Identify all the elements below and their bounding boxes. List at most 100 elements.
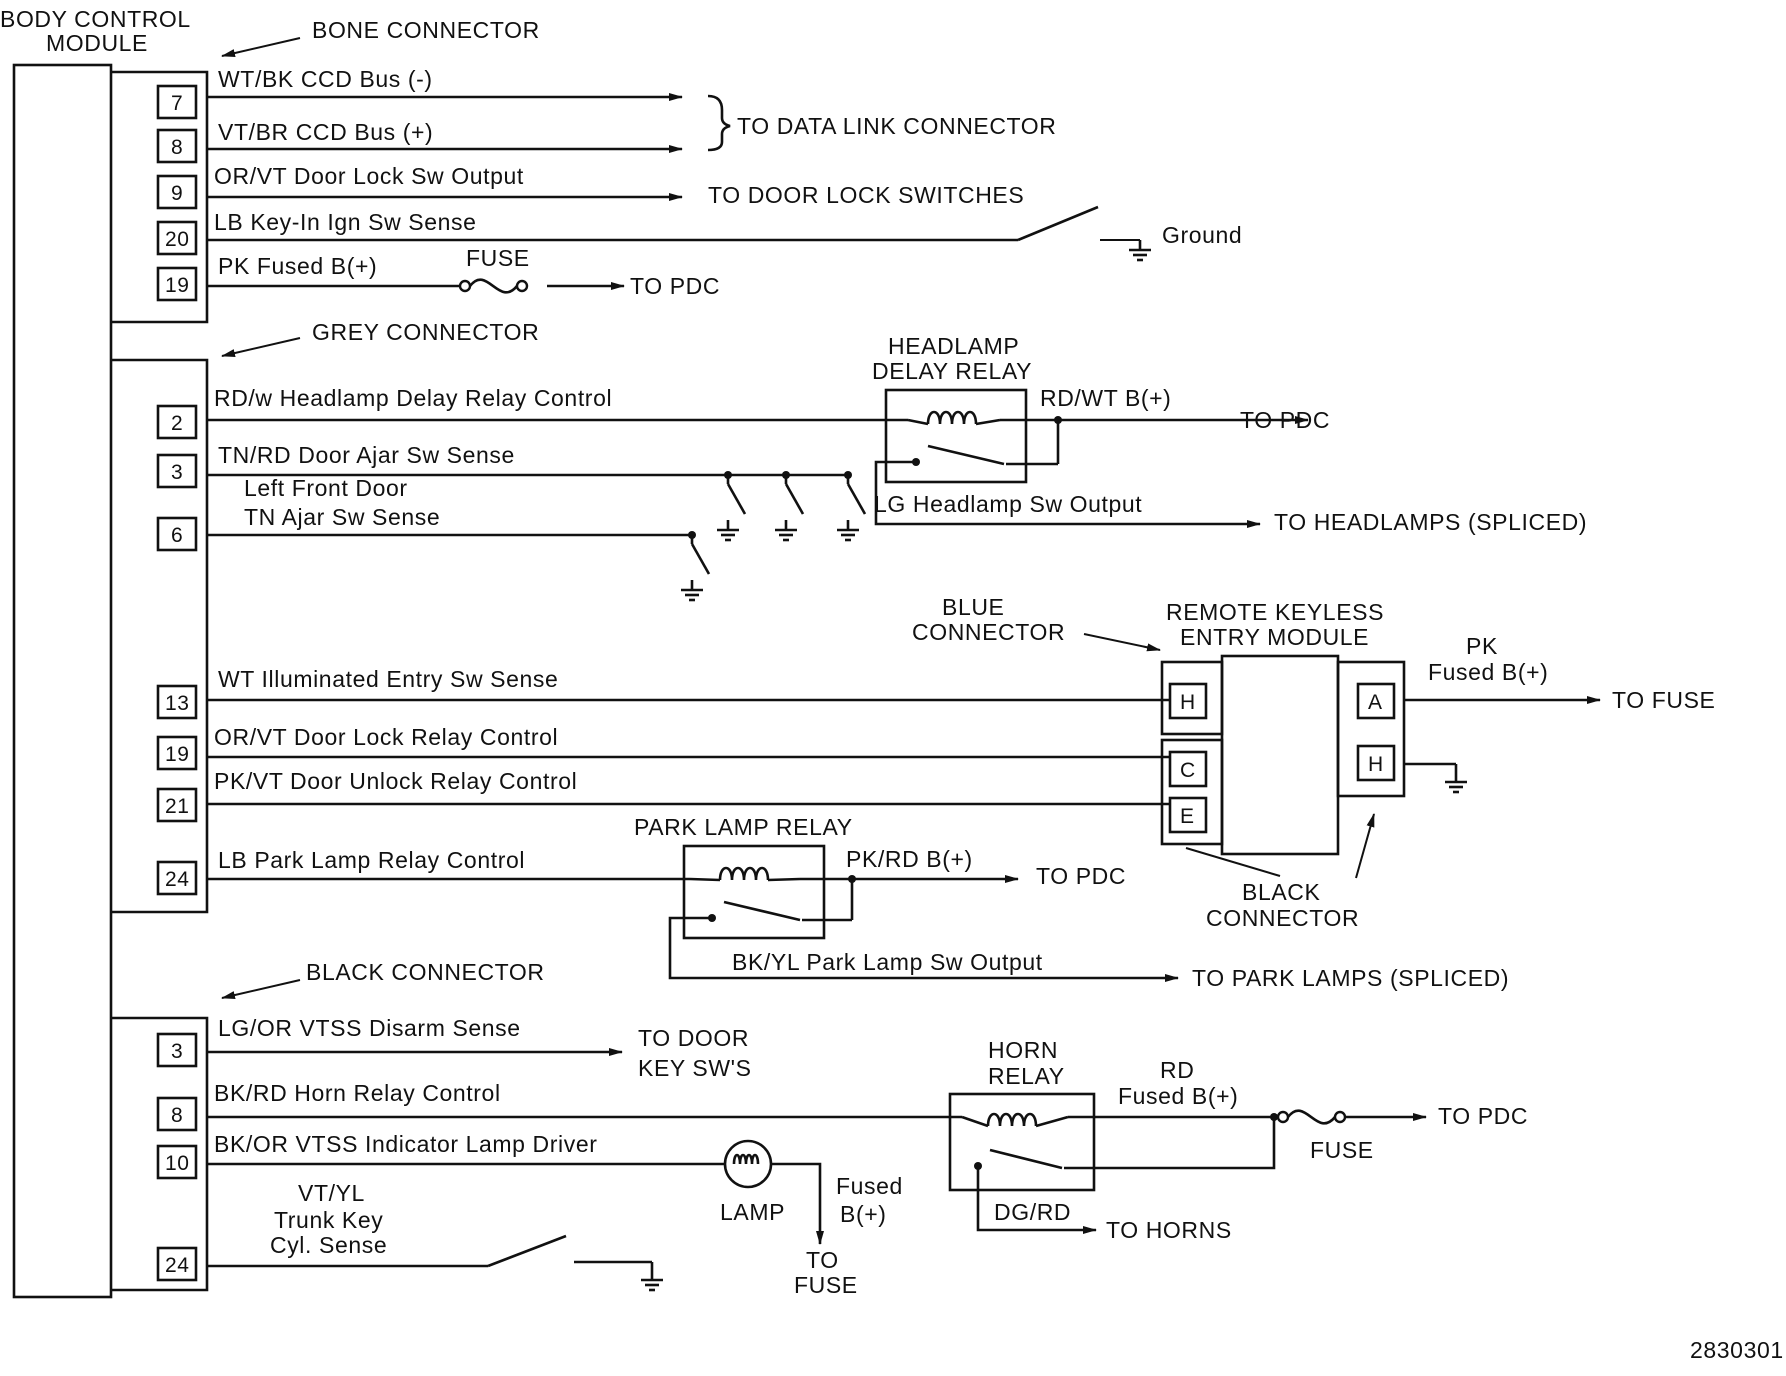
- horn-fused-label: Fused B(+): [1118, 1083, 1238, 1109]
- circuit-label-line3: Cyl. Sense: [270, 1232, 387, 1258]
- black-connector-housing-right: [1336, 660, 1406, 798]
- relay-coil-icon: [926, 410, 978, 426]
- pin-number: 20: [165, 228, 190, 251]
- pin-number: 24: [165, 1254, 190, 1277]
- pin-number: 7: [171, 92, 183, 115]
- circuit-label-line2: Trunk Key: [274, 1207, 383, 1233]
- pin-box: [156, 404, 198, 440]
- lamp-label: LAMP: [720, 1199, 785, 1225]
- pin-number: 6: [171, 524, 183, 547]
- rke-title-line1: REMOTE KEYLESS: [1166, 599, 1384, 625]
- rke-fused-label: Fused B(+): [1428, 659, 1548, 685]
- fuse-label: FUSE: [466, 245, 530, 271]
- switch-icon: [927, 444, 1005, 466]
- pin-box: [1356, 682, 1396, 720]
- lamp-fused-label-line1: Fused: [836, 1173, 903, 1199]
- circuit-label: WT/BK CCD Bus (-): [218, 66, 433, 92]
- relay-coil-icon: [986, 1112, 1038, 1128]
- circuit-label: WT Illuminated Entry Sw Sense: [218, 666, 558, 692]
- pin-box: [1356, 744, 1396, 782]
- park-relay-title: PARK LAMP RELAY: [634, 814, 853, 840]
- pin-box: [156, 453, 198, 489]
- black-connector-label: BLACK CONNECTOR: [306, 959, 545, 985]
- pin-letter: E: [1180, 805, 1195, 828]
- pin-box: [156, 266, 198, 302]
- circuit-label: TN/RD Door Ajar Sw Sense: [218, 442, 515, 468]
- relay-coil-icon: [718, 866, 770, 882]
- switch-icon: [784, 483, 805, 515]
- switch-icon: [723, 900, 801, 922]
- pin-letter: C: [1180, 759, 1196, 782]
- horn-dgrd-label: DG/RD: [994, 1199, 1071, 1225]
- horn-relay-title-line1: HORN: [988, 1037, 1058, 1063]
- rke-title-line2: ENTRY MODULE: [1180, 624, 1369, 650]
- pin-number: 10: [165, 1152, 190, 1175]
- black-connector-housing: [111, 1016, 209, 1292]
- switch-icon: [989, 1148, 1063, 1170]
- circuit-label-line1: VT/YL: [298, 1180, 365, 1206]
- switch-icon: [1017, 205, 1099, 242]
- pin-box: [156, 220, 198, 256]
- horn-fuse-label: FUSE: [1310, 1137, 1374, 1163]
- to-pdc-label: TO PDC: [630, 273, 720, 299]
- headlamp-to-pdc-label: TO PDC: [1240, 407, 1330, 433]
- park-feed-label: PK/RD B(+): [846, 846, 973, 872]
- circuit-label-line1: Left Front Door: [244, 475, 408, 501]
- horn-rd-label: RD: [1160, 1057, 1194, 1083]
- pin-number: 19: [165, 274, 190, 297]
- circuit-label: PK/VT Door Unlock Relay Control: [214, 768, 577, 794]
- blue-connector-label-line2: CONNECTOR: [912, 619, 1065, 645]
- pin-number: 19: [165, 743, 190, 766]
- pin-box: [156, 174, 198, 210]
- ground-icon: [679, 578, 705, 602]
- pin-box: [156, 860, 198, 896]
- black-connector-housing-left: [1160, 738, 1224, 846]
- pin-number: 3: [171, 1040, 183, 1063]
- rke-to-fuse-label: TO FUSE: [1612, 687, 1715, 713]
- pin-letter: A: [1368, 691, 1383, 714]
- circuit-label: RD/w Headlamp Delay Relay Control: [214, 385, 612, 411]
- park-output-label: BK/YL Park Lamp Sw Output: [732, 949, 1043, 975]
- to-headlamps-label: TO HEADLAMPS (SPLICED): [1274, 509, 1587, 535]
- pin-box: [156, 128, 198, 164]
- circuit-label: VT/BR CCD Bus (+): [218, 119, 433, 145]
- pin-box: [156, 84, 198, 120]
- circuit-label: OR/VT Door Lock Relay Control: [214, 724, 558, 750]
- lamp-icon: [723, 1139, 773, 1189]
- body-control-module: [12, 63, 113, 1299]
- ground-icon: [1127, 238, 1153, 262]
- pin-box: [156, 1096, 198, 1132]
- to-door-key-label-line1: TO DOOR: [638, 1025, 749, 1051]
- switch-icon: [726, 483, 747, 515]
- circuit-label: LB Key-In Ign Sw Sense: [214, 209, 477, 235]
- remote-keyless-entry-module: [1220, 654, 1340, 856]
- horn-relay-title-line2: RELAY: [988, 1063, 1065, 1089]
- switch-icon: [846, 483, 867, 515]
- ground-icon: [715, 518, 741, 542]
- to-horns-label: TO HORNS: [1106, 1217, 1232, 1243]
- rke-pk-label: PK: [1466, 633, 1498, 659]
- horn-to-pdc-label: TO PDC: [1438, 1103, 1528, 1129]
- pin-box: [1168, 796, 1208, 834]
- ground-icon: [639, 1268, 665, 1292]
- pin-number: 8: [171, 136, 183, 159]
- pin-number: 24: [165, 868, 190, 891]
- black-connector-label-line1: BLACK: [1242, 879, 1320, 905]
- brace: [707, 94, 731, 152]
- pin-number: 3: [171, 461, 183, 484]
- circuit-label: PK Fused B(+): [218, 253, 377, 279]
- pin-box: [156, 1144, 198, 1180]
- grey-connector-housing: [111, 358, 209, 914]
- pin-number: 9: [171, 182, 183, 205]
- to-park-lamps-label: TO PARK LAMPS (SPLICED): [1192, 965, 1509, 991]
- lamp-fused-label-line2: B(+): [840, 1201, 887, 1227]
- pin-number: 8: [171, 1104, 183, 1127]
- headlamp-feed-label: RD/WT B(+): [1040, 385, 1171, 411]
- circuit-label-line2: TN Ajar Sw Sense: [244, 504, 440, 530]
- ground-icon: [1443, 770, 1469, 794]
- circuit-label: LB Park Lamp Relay Control: [218, 847, 525, 873]
- circuit-label: BK/OR VTSS Indicator Lamp Driver: [214, 1131, 597, 1157]
- park-to-pdc-label: TO PDC: [1036, 863, 1126, 889]
- pin-box: [156, 787, 198, 823]
